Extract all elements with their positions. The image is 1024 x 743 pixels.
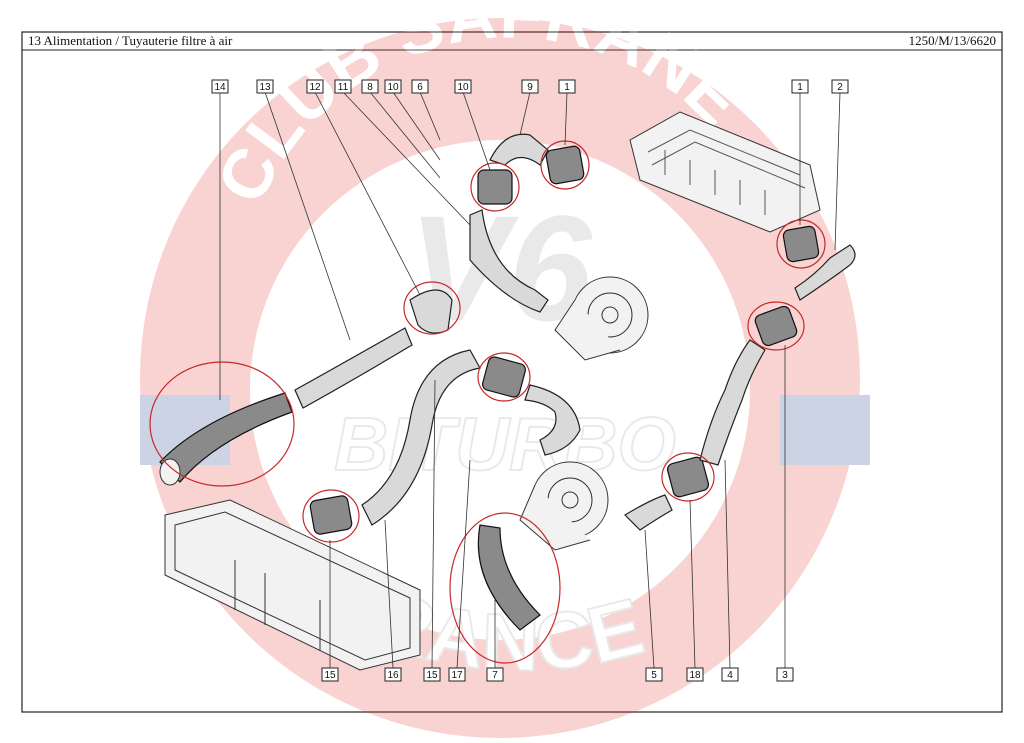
- elbow-5: [624, 494, 673, 531]
- hose-14-long: [159, 392, 293, 486]
- highlight-rings: [149, 140, 826, 664]
- part-label-7: 7: [486, 667, 504, 682]
- hose-13: [294, 327, 413, 409]
- watermark-middle-text: BITURBO: [334, 402, 676, 486]
- part-label-15-b: 15: [423, 667, 441, 682]
- svg-text:13: 13: [259, 82, 271, 93]
- ring-elbow-12: [403, 281, 461, 335]
- part-label-10-b: 10: [454, 79, 472, 94]
- part-label-2: 2: [831, 79, 849, 94]
- part-label-14: 14: [211, 79, 229, 94]
- sleeve-15-upper: [481, 356, 527, 398]
- sheet-frame: [21, 31, 1003, 713]
- svg-text:4: 4: [727, 670, 733, 681]
- leader-lines: [219, 91, 841, 669]
- part-label-9: 9: [521, 79, 539, 94]
- svg-text:3: 3: [782, 670, 788, 681]
- ring-hose-14: [149, 361, 295, 487]
- part-label-17: 17: [448, 667, 466, 682]
- svg-text:11: 11: [338, 82, 349, 93]
- sleeve-1-right: [782, 225, 820, 263]
- sleeve-1-top: [545, 145, 585, 185]
- intercooler: [164, 499, 421, 671]
- svg-text:15: 15: [324, 670, 336, 681]
- part-label-5: 5: [645, 667, 663, 682]
- hose-17: [524, 384, 581, 456]
- svg-text:10: 10: [387, 82, 399, 93]
- svg-text:9: 9: [527, 82, 533, 93]
- svg-text:1: 1: [797, 82, 803, 93]
- part-label-11: 11: [334, 79, 352, 94]
- turbocharger-upper: [554, 276, 649, 361]
- svg-text:10: 10: [457, 82, 469, 93]
- ring-sleeve-15-lower: [302, 489, 360, 543]
- ring-sleeve-15-upper: [477, 352, 531, 402]
- intake-plenum: [629, 111, 821, 233]
- svg-text:18: 18: [689, 670, 701, 681]
- svg-text:17: 17: [451, 670, 463, 681]
- part-label-16: 16: [384, 667, 402, 682]
- svg-text:7: 7: [492, 670, 498, 681]
- sheet-title: 13 Alimentation / Tuyauterie filtre à ai…: [28, 33, 233, 48]
- svg-text:14: 14: [214, 82, 226, 93]
- hose-4: [699, 339, 766, 466]
- sleeve-15-lower: [309, 495, 353, 535]
- ring-hose-7: [449, 512, 561, 664]
- svg-text:8: 8: [367, 82, 373, 93]
- sleeve-3: [754, 305, 798, 347]
- ring-sleeve-1-right: [776, 219, 826, 269]
- ring-sleeve-3: [747, 301, 805, 351]
- svg-text:15: 15: [426, 670, 438, 681]
- watermark-blue-band-right: [780, 395, 870, 465]
- elbow-9: [489, 133, 549, 166]
- svg-text:12: 12: [309, 82, 321, 93]
- svg-text:16: 16: [387, 670, 399, 681]
- part-label-4: 4: [721, 667, 739, 682]
- part-label-1-a: 1: [558, 79, 576, 94]
- ring-sleeve-18: [661, 452, 715, 502]
- part-label-1-b: 1: [791, 79, 809, 94]
- hose-11: [469, 209, 549, 313]
- part-label-13: 13: [256, 79, 274, 94]
- svg-text:5: 5: [651, 670, 657, 681]
- ring-sleeve-10: [470, 162, 520, 212]
- part-label-8: 8: [361, 79, 379, 94]
- part-label-6: 6: [411, 79, 429, 94]
- part-label-3: 3: [776, 667, 794, 682]
- sheet-reference: 1250/M/13/6620: [908, 33, 996, 48]
- sleeve-10: [477, 169, 513, 205]
- part-label-15-a: 15: [321, 667, 339, 682]
- sleeve-18: [666, 456, 710, 498]
- svg-text:1: 1: [564, 82, 570, 93]
- turbocharger-lower: [519, 461, 609, 551]
- svg-text:6: 6: [417, 82, 423, 93]
- pipe-2: [794, 244, 856, 301]
- part-label-12: 12: [306, 79, 324, 94]
- part-label-18: 18: [686, 667, 704, 682]
- svg-text:2: 2: [837, 82, 843, 93]
- part-label-10-a: 10: [384, 79, 402, 94]
- hose-7: [477, 524, 541, 631]
